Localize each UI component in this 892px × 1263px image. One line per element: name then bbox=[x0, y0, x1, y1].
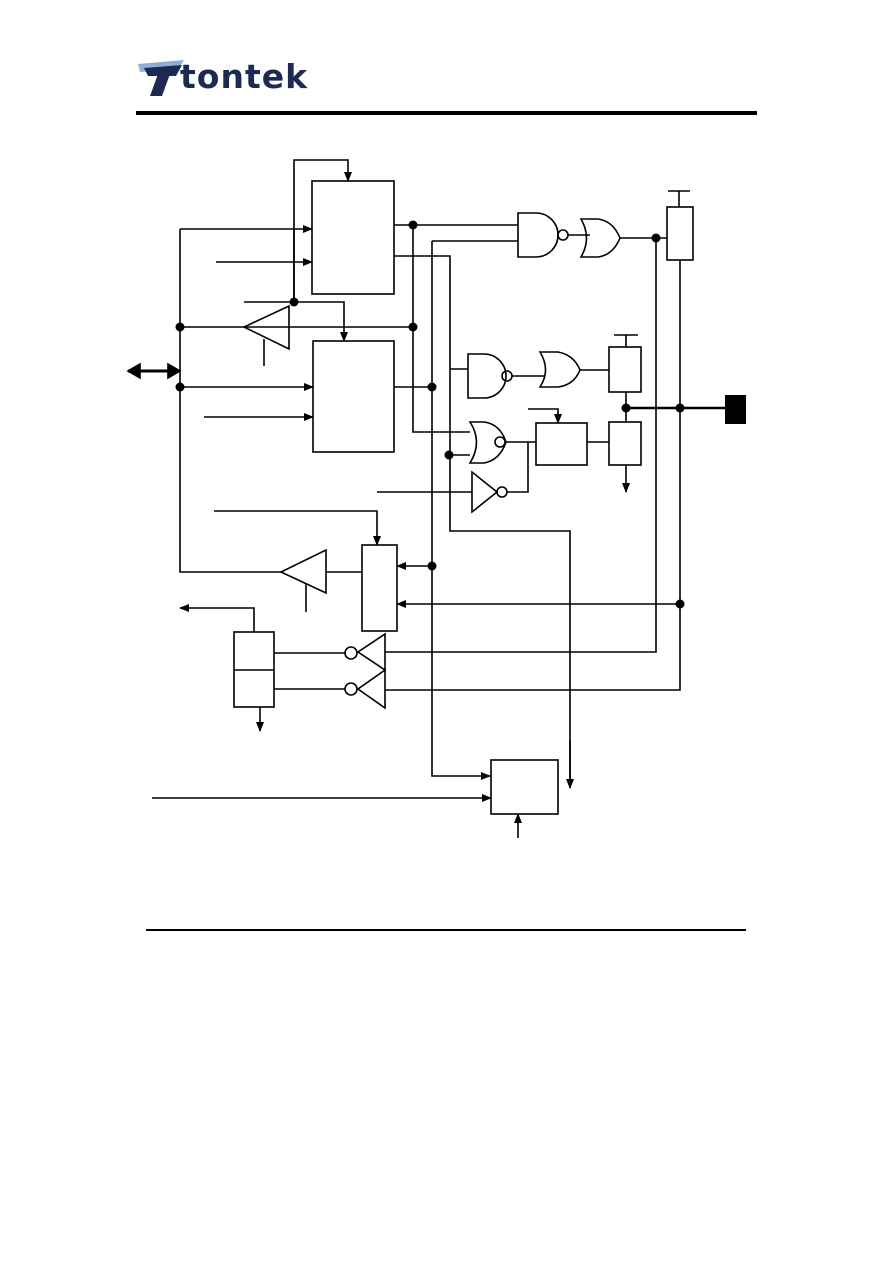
bottom-control-block bbox=[490, 759, 559, 815]
control-block bbox=[535, 422, 588, 466]
wire-block-b-q bbox=[394, 386, 491, 780]
wire-into-block-b-top bbox=[244, 301, 348, 342]
header-rule bbox=[136, 111, 757, 115]
vdd-middle bbox=[614, 334, 638, 347]
wire-control-block-enable bbox=[528, 408, 562, 424]
wire-latch-out-up bbox=[179, 604, 255, 632]
wire-mux-select bbox=[214, 510, 381, 546]
junction-dot bbox=[408, 322, 418, 332]
junction-dot bbox=[675, 599, 685, 609]
wire-inverter-out bbox=[507, 442, 529, 493]
register-block-b bbox=[312, 340, 395, 453]
junction-dot bbox=[408, 220, 418, 230]
logo-mark-icon bbox=[138, 60, 184, 96]
input-buffer-1 bbox=[356, 632, 386, 672]
wire-block-a-qbar bbox=[394, 255, 571, 788]
data-bus-arrowhead-left-icon bbox=[126, 362, 141, 380]
or-gate-top bbox=[579, 218, 621, 258]
wire-pad-feedback bbox=[385, 408, 681, 691]
pmos-driver bbox=[608, 346, 642, 393]
pullup-resistor-top bbox=[666, 206, 694, 261]
junction-dot bbox=[444, 450, 454, 460]
logo-wordmark: tontek bbox=[180, 57, 309, 96]
or-gate-middle bbox=[538, 351, 581, 388]
footer-rule bbox=[146, 929, 746, 931]
nand-gate-top bbox=[517, 212, 559, 258]
register-block-a bbox=[311, 180, 395, 295]
data-bus-arrowhead-right-icon bbox=[167, 362, 182, 380]
vdd-top bbox=[668, 190, 690, 207]
junction-dot bbox=[289, 297, 299, 307]
input-buffer-1-bubble-icon bbox=[344, 646, 358, 660]
read-mux-block bbox=[361, 544, 398, 632]
junction-dot bbox=[175, 322, 185, 332]
buffer-triangle-2 bbox=[279, 548, 327, 595]
junction-dot bbox=[621, 403, 631, 413]
junction-dot bbox=[427, 561, 437, 571]
inverter-bubble-icon bbox=[496, 486, 508, 498]
wire-top-or-feedback bbox=[385, 237, 667, 653]
nor-gate-lower-bubble-icon bbox=[494, 436, 506, 448]
wire-buffer-2-to-bus bbox=[179, 498, 281, 573]
io-pad bbox=[725, 395, 746, 424]
input-buffer-2 bbox=[356, 668, 386, 710]
nand-gate-middle bbox=[467, 353, 507, 399]
junction-dot bbox=[651, 233, 661, 243]
input-buffer-2-bubble-icon bbox=[344, 682, 358, 696]
junction-dots bbox=[175, 220, 685, 609]
nmos-driver bbox=[608, 421, 642, 466]
junction-dot bbox=[675, 403, 685, 413]
junction-dot bbox=[175, 382, 185, 392]
nand-gate-middle-bubble-icon bbox=[501, 370, 513, 382]
junction-dot bbox=[427, 382, 437, 392]
tontek-logo: tontek bbox=[136, 56, 326, 100]
inverter bbox=[471, 470, 499, 514]
nor-gate-lower bbox=[468, 421, 507, 464]
nand-gate-top-bubble-icon bbox=[557, 229, 569, 241]
wire-block-a-q-down bbox=[412, 225, 470, 433]
